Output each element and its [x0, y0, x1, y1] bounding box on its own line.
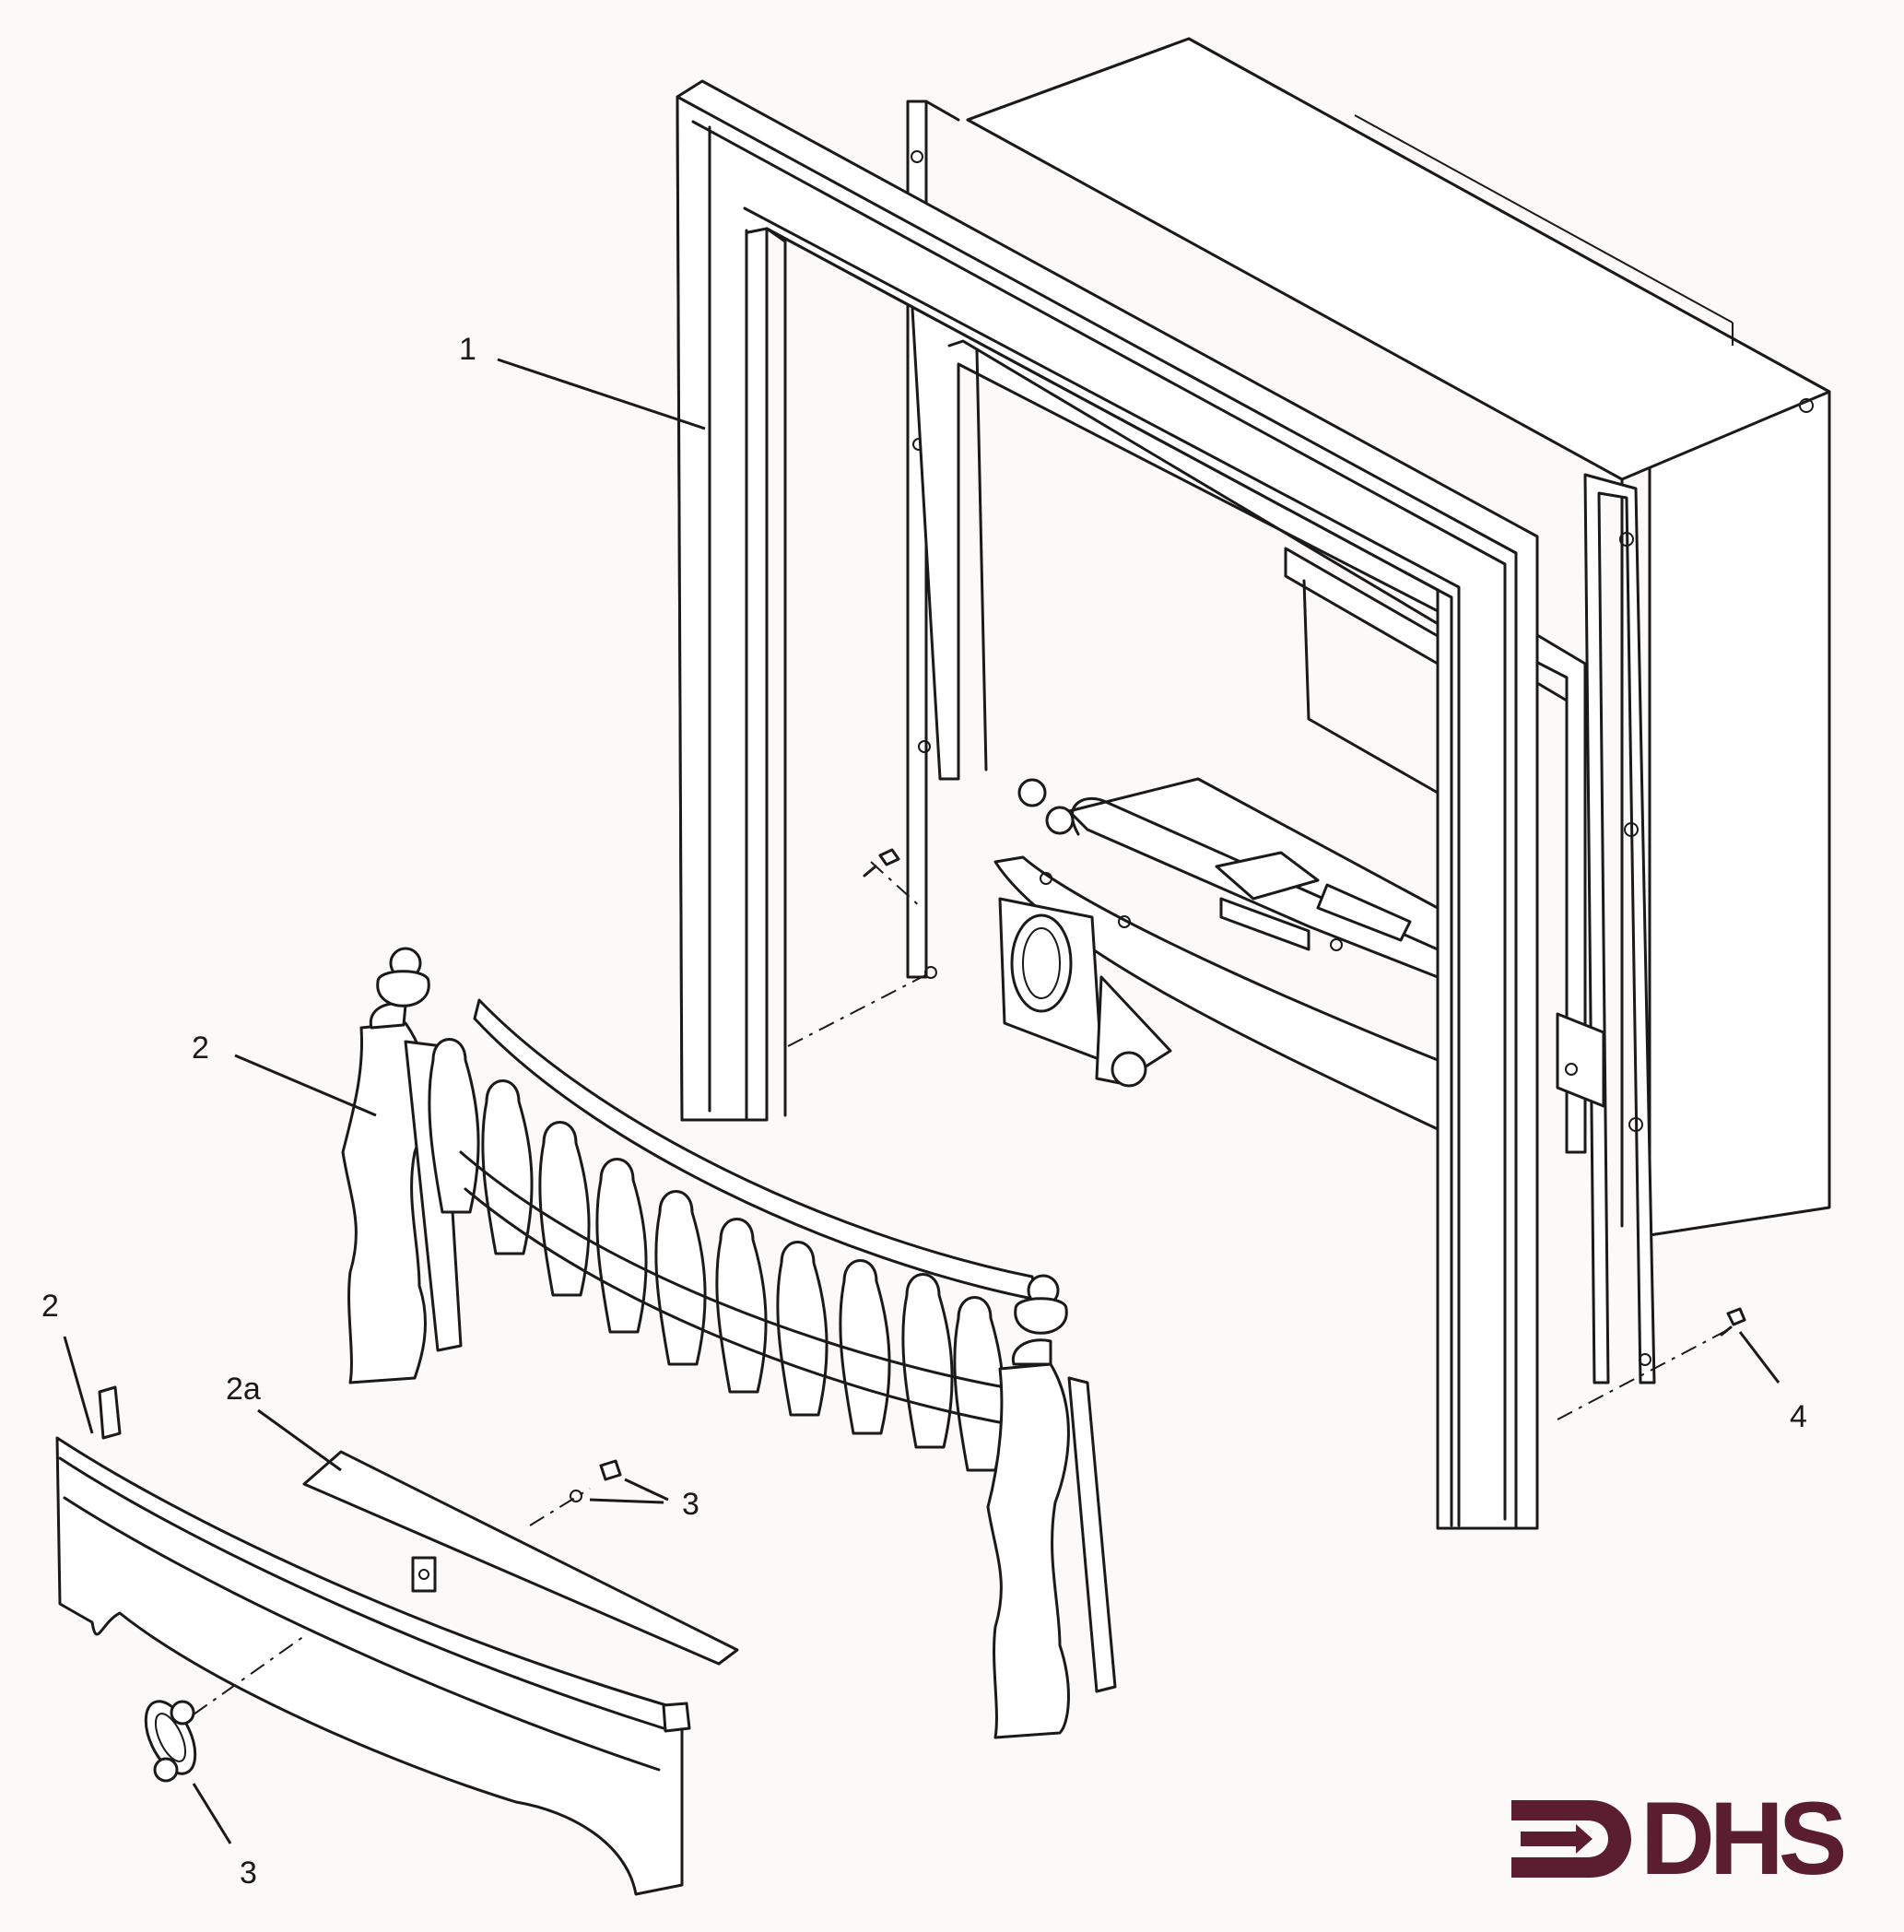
callout-1: 1: [459, 332, 476, 367]
callout-4: 4: [1790, 1399, 1807, 1434]
callout-2a: 2a: [226, 1372, 261, 1407]
fixing-screws: [787, 848, 1746, 1420]
rear-flange-right: [1583, 473, 1656, 1384]
callout-3-handle: 3: [240, 1855, 257, 1891]
fire-fret: [341, 947, 1117, 1739]
callout-3-screws: 3: [682, 1487, 699, 1522]
callout-2-fret: 2: [192, 1031, 209, 1066]
burner-assembly: [993, 777, 1605, 1131]
firebox-body: [966, 37, 1831, 1237]
ashpan-front: [55, 1385, 691, 1896]
leader-lines: [63, 358, 1781, 1844]
front-frame: [676, 79, 1539, 1530]
dhs-logo-arrow-icon: [1511, 1800, 1631, 1878]
callout-2-ashpan: 2: [41, 1289, 59, 1324]
dhs-logo: DHS: [1502, 1784, 1862, 1894]
dhs-logo-text: DHS: [1640, 1781, 1847, 1896]
ashpan-handle: [144, 1459, 622, 1783]
inner-surround: [911, 275, 1587, 1154]
